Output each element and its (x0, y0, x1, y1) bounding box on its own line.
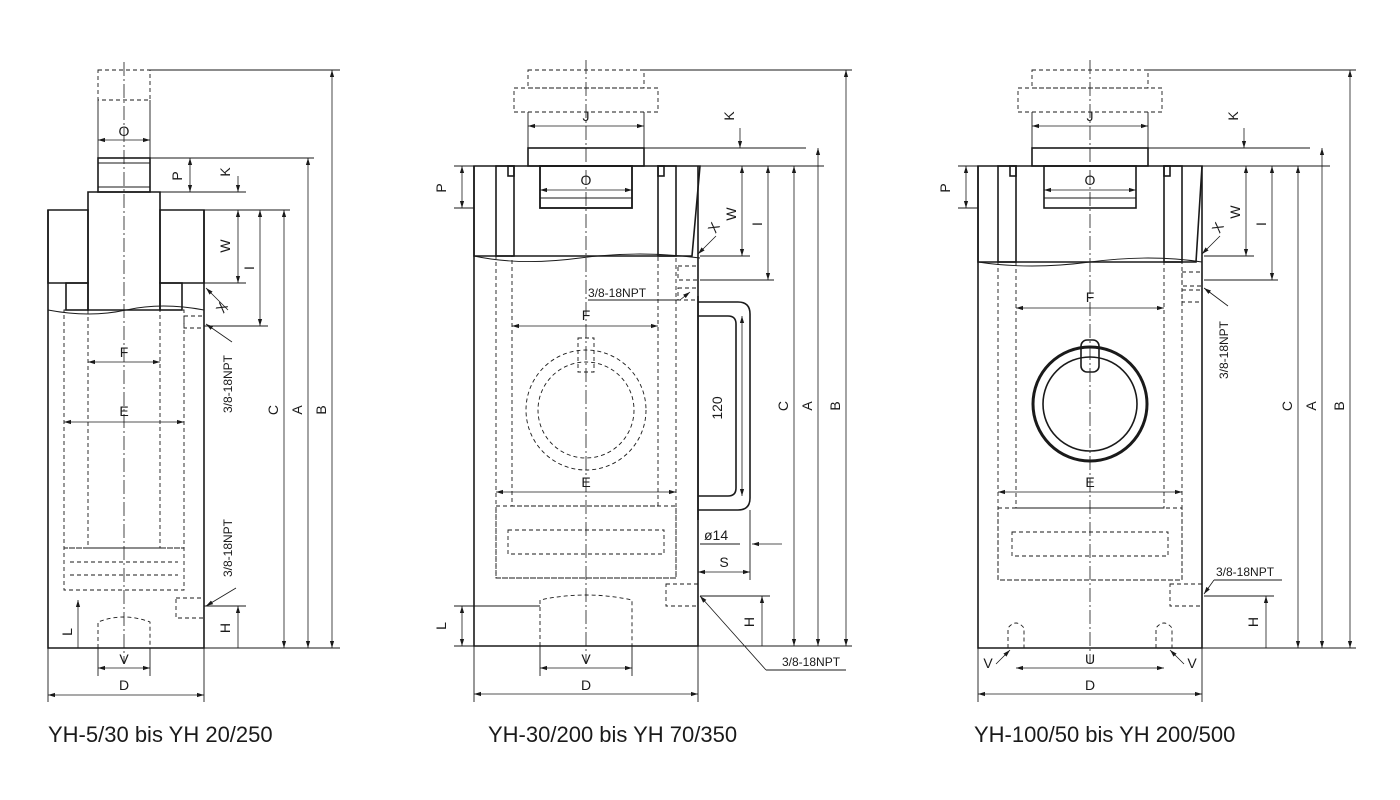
label-k: K (217, 167, 233, 177)
label-i: I (749, 222, 765, 226)
label-o: O (1085, 172, 1096, 188)
caption-view-3: YH-100/50 bis YH 200/500 (974, 722, 1235, 747)
label-handle-120: 120 (709, 396, 725, 420)
label-c: C (265, 405, 281, 415)
label-d: D (1085, 677, 1095, 693)
label-npt-bottom: 3/8-18NPT (1216, 565, 1275, 579)
label-x: X (704, 219, 723, 236)
label-npt-bottom: 3/8-18NPT (221, 518, 235, 577)
label-a: A (1303, 401, 1319, 411)
label-npt-top: 3/8-18NPT (221, 354, 235, 413)
label-v-right: V (1187, 655, 1197, 671)
label-c: C (775, 401, 791, 411)
label-e: E (581, 474, 590, 490)
label-v: V (581, 651, 591, 667)
gland-right (159, 209, 205, 284)
label-d: D (581, 677, 591, 693)
label-j: J (1087, 108, 1094, 124)
label-h: H (1245, 617, 1261, 627)
label-a: A (799, 401, 815, 411)
label-l: L (59, 628, 75, 636)
piston-circle-inner (537, 361, 635, 459)
label-s: S (719, 554, 728, 570)
cylinder-body (47, 210, 205, 649)
cylinder-body (977, 166, 1203, 649)
label-h: H (741, 617, 757, 627)
label-w: W (723, 207, 739, 221)
label-c: C (1279, 401, 1295, 411)
label-p: P (169, 171, 185, 180)
label-e: E (1085, 474, 1094, 490)
label-npt-top: 3/8-18NPT (588, 286, 647, 300)
gland-left (47, 209, 89, 284)
label-h: H (217, 623, 233, 633)
label-npt-top: 3/8-18NPT (1217, 320, 1231, 379)
label-k: K (721, 111, 737, 121)
label-f: F (120, 344, 129, 360)
label-f: F (582, 307, 591, 323)
caption-view-2: YH-30/200 bis YH 70/350 (488, 722, 737, 747)
label-k: K (1225, 111, 1241, 121)
label-o: O (581, 172, 592, 188)
caption-view-1: YH-5/30 bis YH 20/250 (48, 722, 273, 747)
label-npt-bottom: 3/8-18NPT (782, 655, 841, 669)
label-p: P (433, 183, 449, 192)
label-w: W (217, 239, 233, 253)
label-f: F (1086, 289, 1095, 305)
label-b: B (1331, 401, 1347, 410)
label-l: L (433, 622, 449, 630)
label-i: I (241, 266, 257, 270)
view-medium-cylinder: J K P O X W I 3/8-18NPT F 120 E C A B ø1… (433, 60, 852, 747)
label-a: A (289, 405, 305, 415)
saddle-outline (97, 69, 151, 101)
label-b: B (313, 405, 329, 414)
view-small-cylinder: O P K W I X F E 3/8-18NPT 3/8-18NPT C A … (47, 62, 340, 747)
view-large-cylinder: J K P O X W I F 3/8-18NPT E C A B 3/8-18… (937, 60, 1356, 747)
carry-handle (698, 301, 751, 511)
label-u: U (1085, 651, 1095, 667)
label-v: V (119, 651, 129, 667)
label-o: O (119, 123, 130, 139)
label-p: P (937, 183, 953, 192)
label-i: I (1253, 222, 1269, 226)
label-d: D (119, 677, 129, 693)
label-b: B (827, 401, 843, 410)
label-x: X (212, 299, 231, 316)
label-v-left: V (983, 655, 993, 671)
label-e: E (119, 403, 128, 419)
label-j: J (583, 108, 590, 124)
label-dia-14: ø14 (704, 527, 728, 543)
label-w: W (1227, 205, 1243, 219)
label-x: X (1208, 219, 1227, 236)
